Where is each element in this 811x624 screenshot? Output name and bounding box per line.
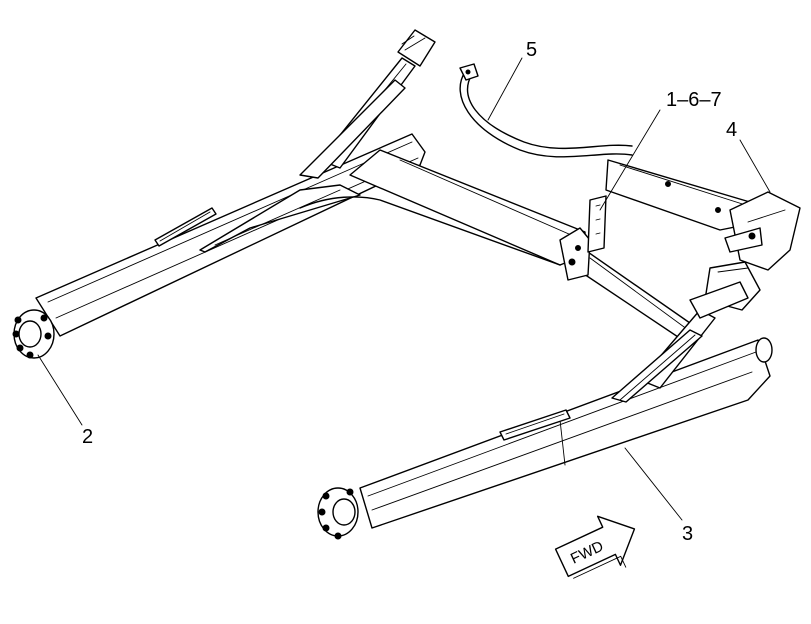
callout-3: 3	[682, 523, 693, 545]
left-arm-ladder	[154, 207, 217, 247]
leader-5	[487, 57, 523, 121]
callout-1-6-7: 1–6–7	[666, 89, 722, 111]
callout-5: 5	[526, 39, 537, 61]
hose	[459, 63, 633, 158]
mount-post	[587, 195, 607, 253]
mount-block	[605, 159, 801, 319]
leader-2	[37, 354, 83, 426]
leader-167	[599, 109, 661, 211]
left-hub	[12, 309, 55, 359]
left-arm-top-fitting	[397, 29, 436, 67]
left-arm	[12, 29, 436, 359]
leader-lines	[37, 57, 771, 521]
center-frame	[299, 149, 716, 403]
center-bracket	[559, 227, 591, 281]
front-hub	[317, 487, 359, 540]
leader-4	[739, 139, 771, 193]
callout-4: 4	[726, 119, 737, 141]
callout-2: 2	[82, 426, 93, 448]
fwd-arrow: FWD	[554, 515, 636, 579]
front-arm-end-fitting	[755, 337, 773, 363]
front-arm	[317, 337, 773, 540]
leader-3	[624, 447, 683, 521]
front-arm-ladder	[499, 409, 571, 441]
